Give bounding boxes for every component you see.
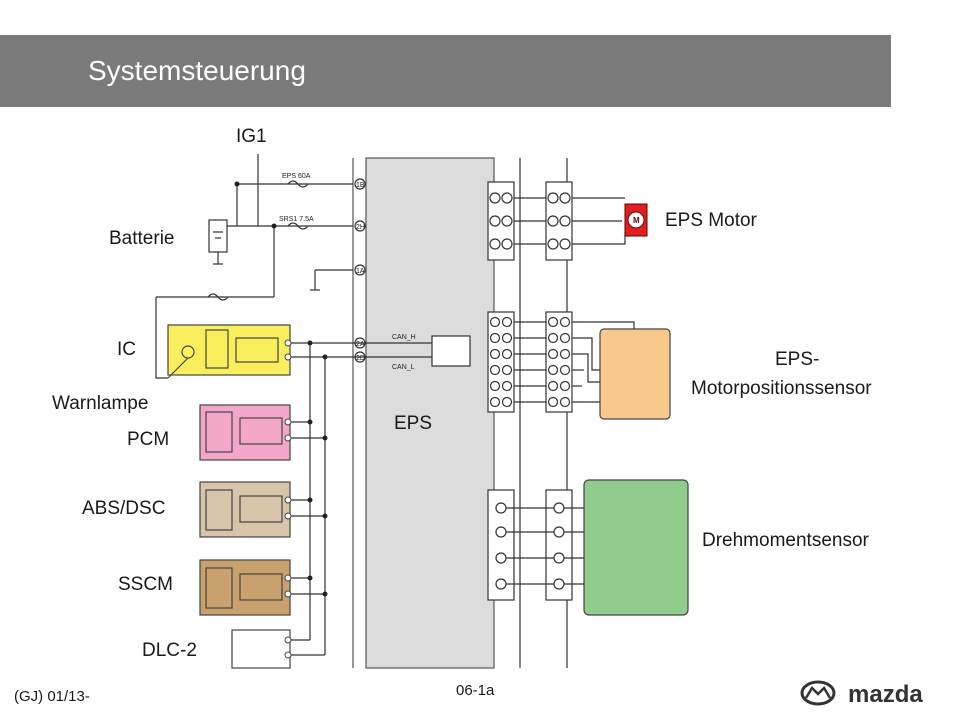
title-bar [0, 35, 891, 107]
can-transceiver [431, 335, 471, 367]
label-abs-dsc: ABS/DSC [82, 498, 166, 519]
fuse-srs-symbol [287, 222, 309, 230]
can-l-label: CAN_L [392, 364, 415, 371]
torque-sensor [583, 479, 689, 616]
fuse-srs-label: SRS1 7.5A [279, 216, 314, 223]
can-h-label: CAN_H [392, 334, 416, 341]
sscm-module [199, 559, 291, 616]
pin-2d-label: 2D [356, 355, 365, 362]
fuse-eps-symbol [287, 180, 309, 188]
label-warnlampe: Warnlampe [52, 393, 149, 414]
battery-symbol [208, 219, 228, 253]
mazda-logo-icon [800, 680, 836, 706]
pin-2h-label: 2H [356, 224, 365, 231]
label-ig1: IG1 [236, 126, 267, 147]
pin-1b-label: 1B [356, 182, 365, 189]
label-drehmomentsensor: Drehmomentsensor [702, 530, 869, 551]
label-eps-position-line2: Motorpositionssensor [691, 378, 872, 399]
label-eps-position-line1: EPS- [775, 349, 820, 370]
footer-code: (GJ) 01/13- [14, 688, 90, 705]
motor-symbol-label: M [633, 216, 640, 225]
label-pcm: PCM [127, 429, 170, 450]
ic-module [167, 324, 291, 376]
footer-page-number: 06-1a [456, 682, 495, 699]
eps-motor-position-sensor [599, 328, 671, 420]
label-sscm: SSCM [118, 574, 173, 595]
label-eps-motor: EPS Motor [665, 210, 757, 231]
label-dlc2: DLC-2 [142, 640, 197, 661]
pin-2a-label: 2A [356, 341, 365, 348]
fuse-eps-label: EPS 60A [282, 173, 311, 180]
eps-unit [365, 157, 495, 669]
mazda-brand-text: mazda [848, 681, 923, 708]
pin-1a-label: 1A [356, 268, 365, 275]
label-ic: IC [117, 339, 136, 360]
abs-dsc-module [199, 481, 291, 538]
dlc2-connector [231, 629, 291, 669]
label-eps: EPS [394, 413, 433, 434]
page-title: Systemsteuerung [88, 55, 306, 86]
pcm-module [199, 404, 291, 461]
label-batterie: Batterie [109, 228, 175, 249]
